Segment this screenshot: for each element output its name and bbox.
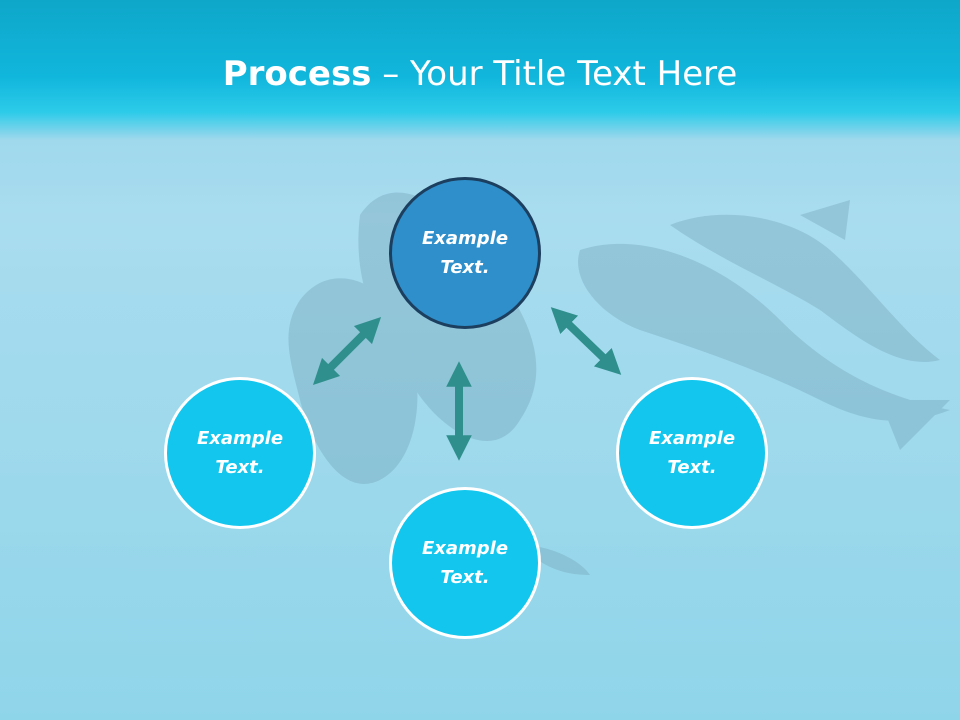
node-top-label: Example Text. (421, 228, 509, 278)
arrow-top-left (312, 316, 382, 386)
node-bottom-label: Example Text. (421, 538, 509, 588)
title-rest: – Your Title Text Here (371, 54, 738, 94)
node-right: Example Text. (616, 377, 768, 529)
node-top: Example Text. (389, 177, 541, 329)
arrow-top-right (550, 307, 622, 375)
header-band (0, 0, 960, 140)
node-right-label: Example Text. (648, 428, 736, 478)
slide-title: Process – Your Title Text Here (0, 52, 960, 96)
node-left-label: Example Text. (196, 428, 284, 478)
node-left: Example Text. (164, 377, 316, 529)
node-bottom: Example Text. (389, 487, 541, 639)
title-bold: Process (222, 54, 372, 94)
